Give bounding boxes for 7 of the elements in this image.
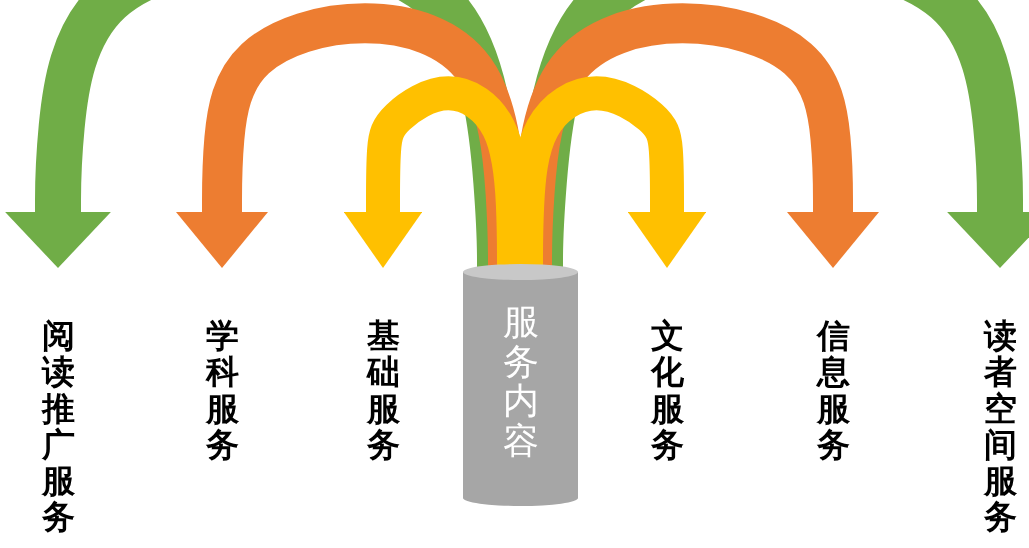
service-label: 信息服务 xyxy=(816,318,850,464)
service-label: 文化服务 xyxy=(650,318,684,464)
service-label: 读者空间服务 xyxy=(983,318,1017,536)
service-label: 学科服务 xyxy=(205,318,239,464)
cylinder-label: 服务内容 xyxy=(502,300,539,461)
service-label: 阅读推广服务 xyxy=(41,318,75,536)
service-label: 基础服务 xyxy=(366,318,400,464)
